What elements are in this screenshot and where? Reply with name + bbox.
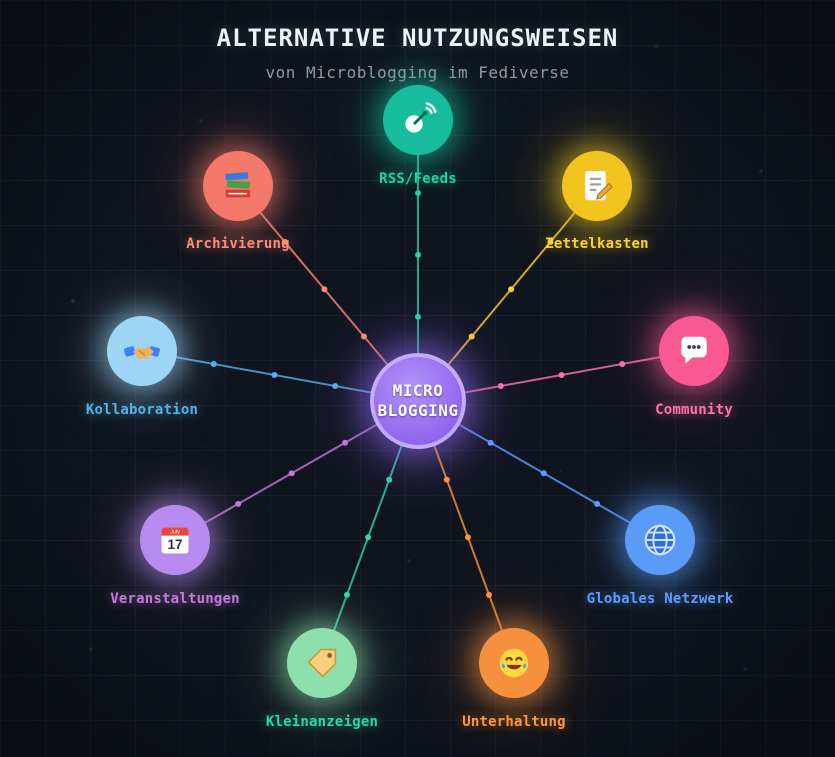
node-globales-netzwerk — [625, 505, 695, 575]
laughing-face-icon — [495, 644, 533, 682]
node-label-kleinanzeigen: Kleinanzeigen — [265, 714, 379, 730]
center-node-label-line2: BLOGGING — [377, 401, 459, 420]
connection-dot — [321, 286, 328, 293]
node-label-kollaboration: Kollaboration — [85, 402, 199, 418]
connection-dot — [271, 372, 278, 378]
page-subtitle: von Microblogging im Fediverse — [265, 63, 570, 82]
memo-pencil-icon — [578, 167, 616, 205]
connection-dot — [365, 534, 372, 541]
node-zettelkasten — [562, 151, 632, 221]
connection-dot — [443, 476, 450, 483]
connection-dot — [540, 470, 547, 477]
connection-dot — [235, 500, 242, 507]
node-label-rss-feeds: RSS/Feeds — [379, 171, 457, 187]
connection-dot — [558, 372, 565, 378]
node-kollaboration — [107, 316, 177, 386]
center-node-label-line1: MICRO — [392, 381, 444, 400]
node-unterhaltung — [479, 628, 549, 698]
price-tag-icon — [303, 644, 341, 682]
connection-dot — [487, 439, 494, 446]
connection-dot — [210, 361, 217, 367]
connection-dot — [415, 251, 421, 258]
node-rss-feeds — [383, 85, 453, 155]
connection-dot — [547, 238, 554, 245]
header: ALTERNATIVE NUTZUNGSWEISEN von Microblog… — [0, 0, 835, 82]
books-icon — [219, 167, 257, 205]
page-title: ALTERNATIVE NUTZUNGSWEISEN — [216, 24, 619, 52]
connection-dot — [386, 476, 393, 483]
svg-text:17: 17 — [168, 537, 183, 552]
node-community — [659, 316, 729, 386]
connection-dot — [486, 591, 493, 598]
node-label-unterhaltung: Unterhaltung — [462, 714, 566, 730]
connection-dot — [508, 286, 515, 293]
node-label-community: Community — [655, 402, 733, 418]
handshake-icon — [123, 332, 161, 370]
connection-dot — [281, 238, 288, 245]
node-label-zettelkasten: Zettelkasten — [545, 236, 649, 252]
connection-dot — [343, 591, 350, 598]
node-label-veranstaltungen: Veranstaltungen — [110, 591, 240, 607]
connection-dot — [332, 383, 339, 389]
node-kleinanzeigen — [287, 628, 357, 698]
connection-dot — [288, 470, 295, 477]
svg-text:July: July — [170, 530, 180, 536]
globe-icon — [641, 521, 679, 559]
center-node-microblogging: MICRO BLOGGING — [370, 353, 466, 449]
connection-dot — [464, 534, 471, 541]
connection-dot — [415, 190, 421, 197]
connection-dot — [415, 313, 421, 320]
connection-dot — [468, 333, 475, 340]
speech-bubble-icon — [675, 332, 713, 370]
connection-dot — [497, 383, 504, 389]
connection-dot — [361, 333, 367, 340]
connection-dot — [342, 439, 349, 446]
node-label-globales-netzwerk: Globales Netzwerk — [586, 591, 734, 607]
node-archivierung — [203, 151, 273, 221]
node-label-archivierung: Archivierung — [186, 236, 290, 252]
connection-dot — [619, 361, 626, 367]
connection-dot — [594, 500, 601, 507]
satellite-antenna-icon — [399, 101, 437, 139]
